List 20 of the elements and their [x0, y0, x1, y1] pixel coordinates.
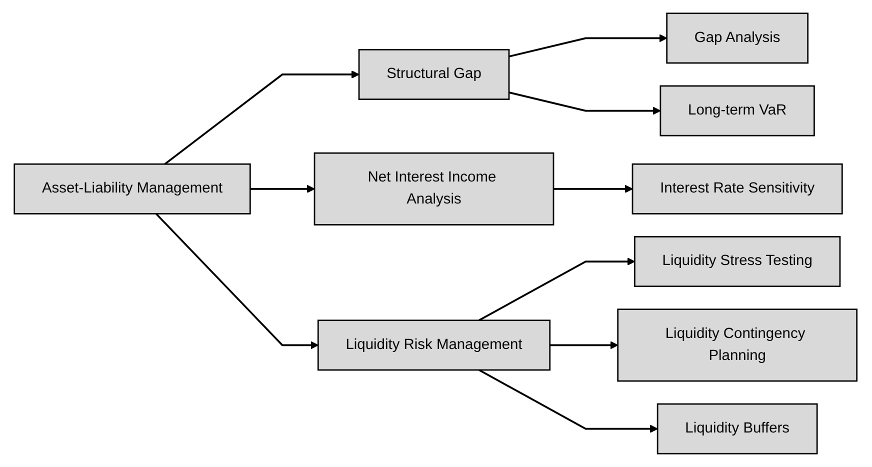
- arrow: [554, 184, 634, 193]
- arrow: [550, 341, 619, 350]
- arrow: [164, 70, 360, 165]
- node-box: [314, 152, 555, 226]
- arrow: [478, 369, 658, 433]
- node-box: [657, 403, 818, 454]
- arrow: [156, 213, 319, 350]
- arrow: [250, 184, 316, 193]
- node-box: [358, 48, 510, 100]
- node-box: [660, 85, 816, 136]
- node-box: [618, 308, 858, 382]
- node-box: [632, 163, 844, 214]
- node-box: [318, 320, 551, 371]
- arrow: [509, 92, 662, 115]
- tree-diagram: Asset-Liability Management Structural Gap Gap Analysis Long-term VaR Net Interest Income Analysis Interest Rate Sensitivity Liquidity Risk Management Liquidity Stress Testing Liquidity Contingency Planning Liquidity Buffers: [7, 6, 865, 461]
- arrow: [509, 34, 668, 58]
- arrow: [478, 257, 636, 322]
- node-box: [634, 236, 842, 288]
- node-box: [14, 163, 252, 214]
- node-box: [666, 12, 809, 64]
